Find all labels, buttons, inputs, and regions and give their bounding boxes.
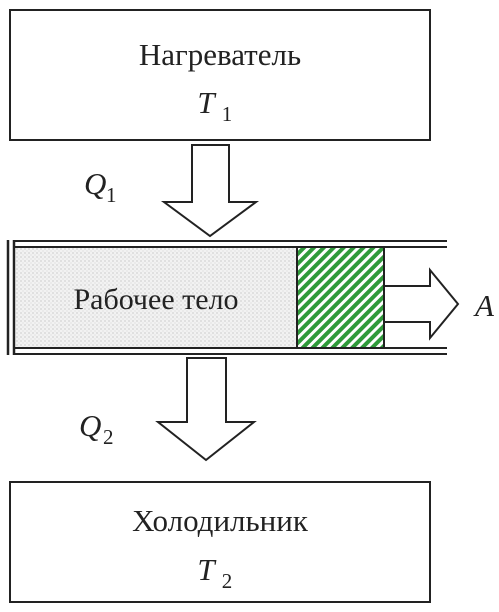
piston: [296, 246, 385, 349]
cylinder: [6, 240, 447, 355]
heat-in-symbol: Q: [84, 166, 106, 201]
heater-label: Нагреватель: [139, 37, 301, 72]
cooler-box: Холодильник T 2: [9, 481, 431, 603]
heat-out-arrow: [155, 357, 257, 462]
cooler-temp-symbol: T: [197, 552, 217, 587]
heater-box: Нагреватель T 1: [9, 9, 431, 141]
heat-out-symbol: Q: [79, 408, 101, 443]
cooler-temp-subscript: 2: [222, 569, 233, 593]
work-arrow: [383, 267, 460, 341]
heat-in-subscript: 1: [106, 183, 117, 207]
heater-temp-symbol: T: [197, 85, 217, 120]
working-body-label: Рабочее тело: [73, 283, 238, 316]
heat-in-arrow: [160, 144, 260, 238]
work-symbol: A: [473, 288, 495, 323]
cooler-label: Холодильник: [132, 503, 309, 538]
heat-out-subscript: 2: [103, 425, 114, 449]
heater-temp-subscript: 1: [222, 102, 233, 126]
